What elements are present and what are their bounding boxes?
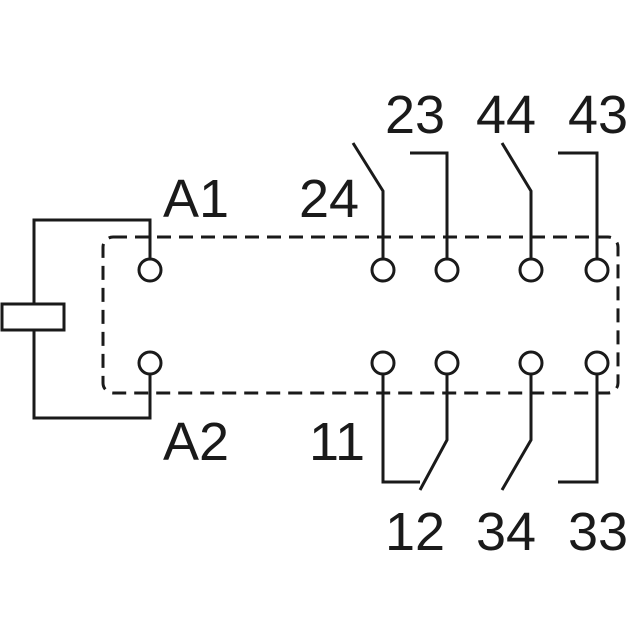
- pin-44: [518, 257, 544, 283]
- contact-24-switch: [351, 142, 385, 262]
- pin-11: [370, 350, 396, 376]
- contact-43-wire: [558, 151, 599, 262]
- label-a1: A1: [163, 169, 229, 229]
- pin-a1: [137, 257, 163, 283]
- pin-34: [518, 350, 544, 376]
- label-33: 33: [568, 502, 628, 562]
- contact-11-wire: [381, 370, 420, 484]
- contact-44-switch: [500, 142, 533, 262]
- relay-housing-outline: [101, 235, 620, 395]
- pin-a2: [137, 350, 163, 376]
- pin-24: [370, 257, 396, 283]
- pin-43: [584, 257, 610, 283]
- coil-symbol: [0, 302, 66, 332]
- label-11: 11: [309, 412, 365, 472]
- pin-23: [434, 257, 460, 283]
- coil-wire-a2: [32, 330, 152, 420]
- contact-34-switch: [500, 370, 533, 491]
- contact-33-wire: [558, 370, 599, 484]
- coil-wire-a1: [32, 218, 152, 304]
- label-44: 44: [476, 85, 536, 145]
- label-24: 24: [299, 169, 359, 229]
- label-43: 43: [568, 85, 628, 145]
- contact-12-switch: [418, 370, 449, 491]
- contact-23-wire: [410, 151, 449, 262]
- pin-33: [584, 350, 610, 376]
- label-12: 12: [385, 502, 445, 562]
- label-a2: A2: [163, 412, 229, 472]
- label-34: 34: [476, 502, 536, 562]
- pin-12: [434, 350, 460, 376]
- label-23: 23: [385, 85, 445, 145]
